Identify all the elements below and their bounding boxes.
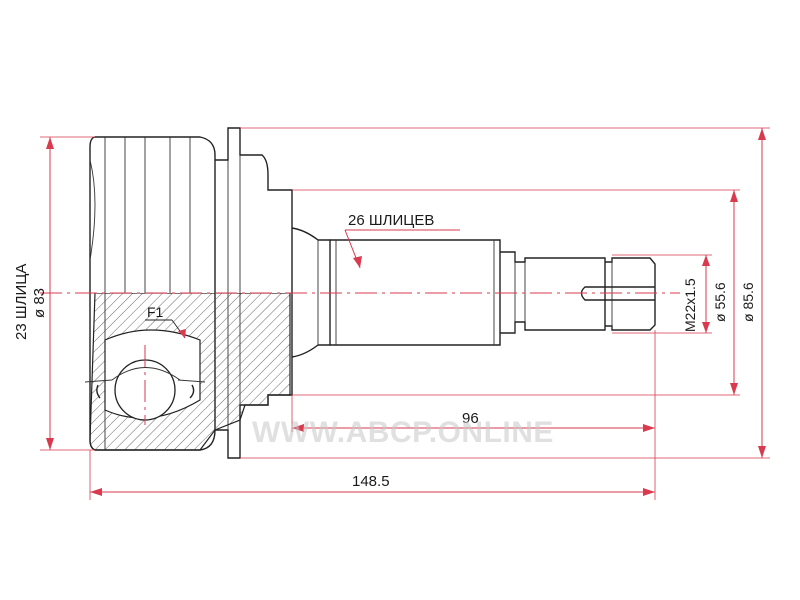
- label-f1: F1: [147, 304, 164, 320]
- label-thread: M22x1.5: [682, 278, 698, 332]
- label-diameter-55-6: ø 55.6: [712, 282, 728, 322]
- watermark: WWW.ABCP.ONLINE: [252, 416, 554, 449]
- label-splines-outer: 23 ШЛИЦА: [13, 264, 30, 340]
- dimension-lines: [40, 127, 770, 500]
- label-diameter-83: ø 83: [31, 288, 48, 318]
- label-diameter-85-6: ø 85.6: [740, 282, 756, 322]
- threaded-end: [605, 257, 656, 331]
- label-splines-shaft: 26 ШЛИЦЕВ: [348, 212, 434, 229]
- label-length-148-5: 148.5: [352, 473, 390, 490]
- label-length-96: 96: [462, 410, 479, 427]
